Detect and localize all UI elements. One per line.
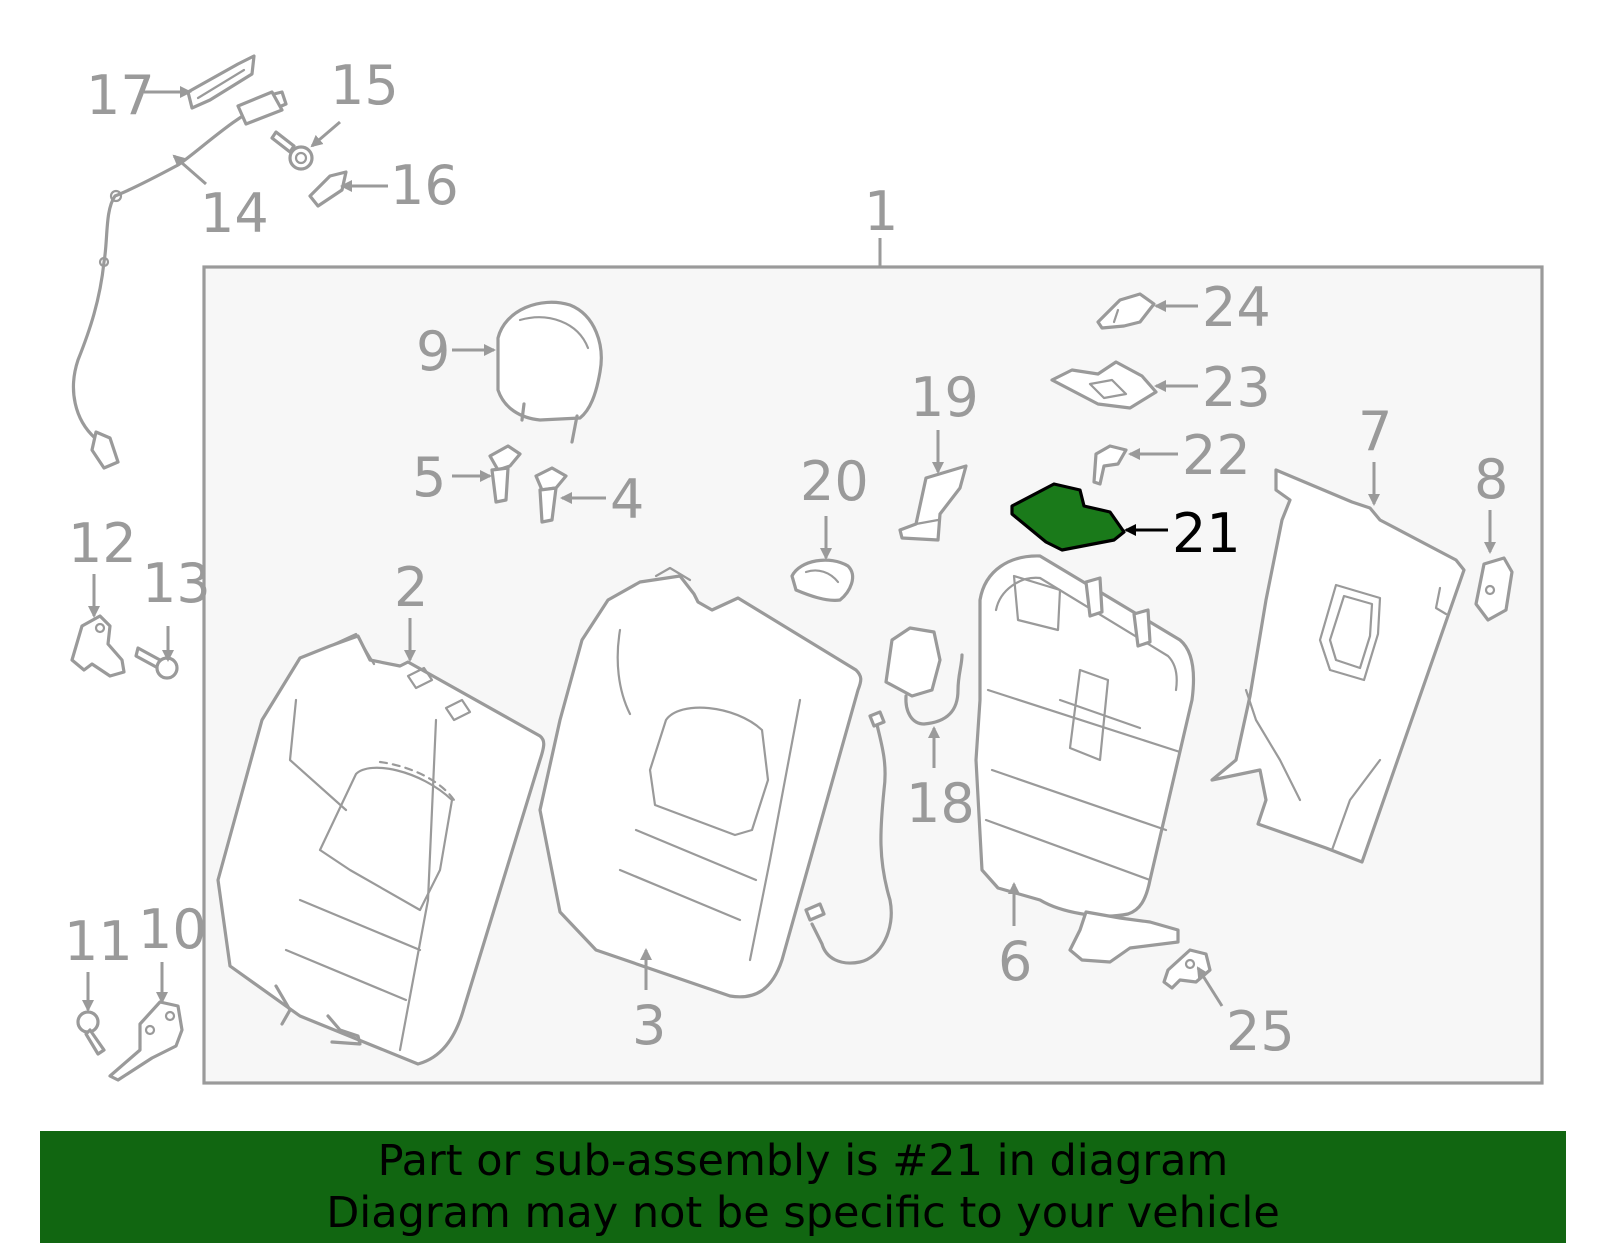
part-24-trim bbox=[1096, 292, 1156, 330]
part-2-seatback-cover bbox=[216, 632, 546, 1066]
label-9: 9 bbox=[416, 320, 450, 383]
part-16-clip bbox=[308, 170, 348, 208]
label-25: 25 bbox=[1226, 1000, 1295, 1063]
part-11-bolt bbox=[76, 1010, 106, 1056]
label-18: 18 bbox=[906, 772, 975, 835]
label-23: 23 bbox=[1202, 356, 1271, 419]
label-13: 13 bbox=[142, 552, 211, 615]
label-17: 17 bbox=[86, 64, 155, 127]
part-12-bracket bbox=[70, 614, 126, 678]
label-6: 6 bbox=[998, 930, 1032, 993]
part-14-cable bbox=[71, 90, 288, 470]
part-22-clip bbox=[1092, 444, 1128, 486]
label-10: 10 bbox=[138, 898, 207, 961]
label-8: 8 bbox=[1474, 448, 1508, 511]
part-17-connector bbox=[186, 54, 256, 110]
part-23-cover bbox=[1050, 360, 1158, 410]
label-4: 4 bbox=[610, 468, 644, 531]
label-5: 5 bbox=[412, 446, 446, 509]
part-9-headrest bbox=[496, 300, 603, 444]
part-10-hinge bbox=[108, 1000, 184, 1082]
part-6-frame bbox=[974, 554, 1196, 964]
part-7-back-panel bbox=[1210, 468, 1466, 864]
label-1: 1 bbox=[864, 180, 898, 243]
label-11: 11 bbox=[64, 910, 133, 973]
label-22: 22 bbox=[1182, 424, 1251, 487]
part-3-seatback-pad bbox=[538, 566, 863, 999]
label-14: 14 bbox=[200, 182, 269, 245]
info-banner: Part or sub-assembly is #21 in diagram D… bbox=[40, 1131, 1566, 1243]
label-2: 2 bbox=[394, 556, 428, 619]
banner-line-2: Diagram may not be specific to your vehi… bbox=[326, 1188, 1280, 1238]
label-21: 21 bbox=[1172, 502, 1241, 565]
label-3: 3 bbox=[632, 994, 666, 1057]
label-12: 12 bbox=[68, 512, 137, 575]
part-4-guide bbox=[534, 466, 568, 524]
label-20: 20 bbox=[800, 450, 869, 513]
part-8-clip bbox=[1474, 556, 1514, 622]
part-19-bracket bbox=[898, 464, 968, 542]
part-18-harness bbox=[804, 626, 964, 965]
part-15-bolt bbox=[270, 130, 314, 171]
leader-lines bbox=[82, 86, 1496, 1012]
label-15: 15 bbox=[330, 54, 399, 117]
label-19: 19 bbox=[910, 366, 979, 429]
banner-line-1: Part or sub-assembly is #21 in diagram bbox=[377, 1136, 1229, 1186]
part-13-bolt bbox=[134, 646, 179, 680]
label-24: 24 bbox=[1202, 276, 1271, 339]
parts-diagram: 1 17 15 16 14 12 13 11 10 9 5 4 2 3 20 1… bbox=[64, 54, 1544, 1085]
label-16: 16 bbox=[390, 154, 459, 217]
part-5-guide bbox=[488, 444, 522, 504]
label-7: 7 bbox=[1358, 400, 1392, 463]
part-20-clip bbox=[790, 558, 855, 602]
